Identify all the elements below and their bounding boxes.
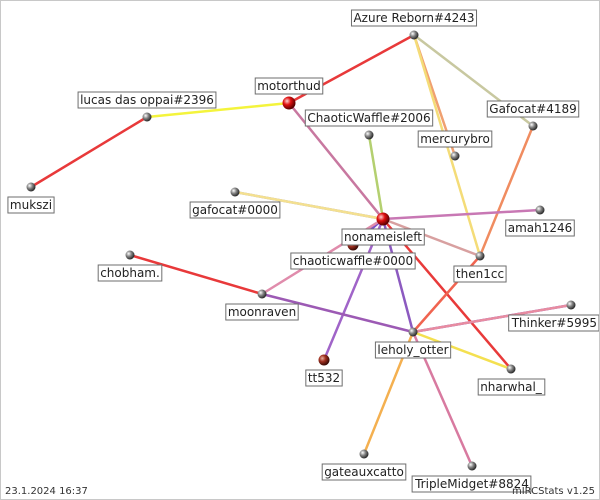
node-label-text-lucas: lucas das oppai#2396 xyxy=(80,93,214,107)
footer-credit: mIRCStats v1.25 xyxy=(511,486,595,497)
node-label-box-chaoticwaffle0000 xyxy=(290,252,416,270)
node-label-box-gafocat0000 xyxy=(189,201,281,219)
node-label-azure: Azure Reborn#4243 xyxy=(350,9,478,27)
node-label-box-gafocat4189 xyxy=(486,100,580,118)
node-label-thinker5995: Thinker#5995 xyxy=(508,314,599,332)
edge-motorthud-nonameisleft xyxy=(287,101,385,221)
node-label-box-amah1246 xyxy=(505,219,575,237)
node-tt532[interactable] xyxy=(318,354,330,366)
node-amah1246[interactable] xyxy=(535,205,545,215)
node-label-lucas: lucas das oppai#2396 xyxy=(77,91,217,109)
node-label-box-chobham xyxy=(97,264,163,282)
edge-lucas-mukszi xyxy=(29,115,149,189)
node-label-text-tt532: tt532 xyxy=(308,371,340,385)
node-label-chaoticwaffle2006: ChaoticWaffle#2006 xyxy=(304,109,434,127)
node-label-text-mukszi: mukszi xyxy=(10,198,52,212)
node-label-text-chaoticwaffle2006: ChaoticWaffle#2006 xyxy=(307,111,430,125)
edge-chobham-moonraven xyxy=(128,253,264,296)
node-label-tt532: tt532 xyxy=(305,369,343,387)
edge-nonameisleft-amah1246 xyxy=(381,208,542,221)
node-label-box-tt532 xyxy=(305,369,343,387)
node-label-triplemidget: TripleMidget#8824 xyxy=(411,475,532,493)
node-label-moonraven: moonraven xyxy=(225,303,299,321)
node-label-box-chaoticwaffle2006 xyxy=(304,109,434,127)
node-thinker5995[interactable] xyxy=(566,300,576,310)
node-lucas[interactable] xyxy=(142,112,152,122)
node-label-chobham: chobham. xyxy=(97,264,163,282)
node-label-amah1246: amah1246 xyxy=(505,219,575,237)
node-label-nharwhal: nharwhal_ xyxy=(477,378,546,396)
node-label-text-gateauxcatto: gateauxcatto xyxy=(324,465,404,479)
node-label-then1cc: then1cc xyxy=(453,265,507,283)
node-label-mukszi: mukszi xyxy=(7,196,55,214)
node-label-text-chobham: chobham. xyxy=(100,266,160,280)
nodes-layer xyxy=(26,30,576,471)
node-label-mercurybro: mercurybro xyxy=(417,130,493,148)
node-label-gafocat4189: Gafocat#4189 xyxy=(486,100,580,118)
node-label-text-nonameisleft: nonameisleft xyxy=(344,230,422,244)
node-leholy[interactable] xyxy=(408,327,418,337)
node-mukszi[interactable] xyxy=(26,182,36,192)
node-label-box-thinker5995 xyxy=(508,314,599,332)
footer-timestamp: 23.1.2024 16:37 xyxy=(5,486,88,497)
edge-nonameisleft-then1cc xyxy=(381,217,482,258)
node-label-box-triplemidget xyxy=(411,475,532,493)
node-label-text-thinker5995: Thinker#5995 xyxy=(511,316,597,330)
node-label-box-nonameisleft xyxy=(341,228,425,246)
node-label-text-gafocat4189: Gafocat#4189 xyxy=(489,102,576,116)
node-label-text-azure: Azure Reborn#4243 xyxy=(353,11,474,25)
node-then1cc[interactable] xyxy=(475,251,485,261)
node-label-motorthud: motorthud xyxy=(254,77,324,95)
node-label-box-motorthud xyxy=(254,77,324,95)
node-chaoticwaffle2006[interactable] xyxy=(364,130,374,140)
node-label-text-mercurybro: mercurybro xyxy=(420,132,490,146)
node-label-box-moonraven xyxy=(225,303,299,321)
node-chobham[interactable] xyxy=(125,250,135,260)
node-triplemidget[interactable] xyxy=(467,461,477,471)
node-moonraven[interactable] xyxy=(257,289,267,299)
edge-gafocat4189-then1cc xyxy=(478,124,535,258)
node-mercurybro[interactable] xyxy=(450,151,460,161)
node-label-box-then1cc xyxy=(453,265,507,283)
node-label-gateauxcatto: gateauxcatto xyxy=(321,463,407,481)
edge-nonameisleft-gafocat0000 xyxy=(233,190,385,221)
node-label-box-gateauxcatto xyxy=(321,463,407,481)
node-label-box-lucas xyxy=(77,91,217,109)
labels-layer: Azure Reborn#4243 motorthud lucas das oppa… xyxy=(7,9,599,493)
node-motorthud[interactable] xyxy=(282,96,296,110)
node-gafocat0000[interactable] xyxy=(230,187,240,197)
node-label-text-triplemidget: TripleMidget#8824 xyxy=(414,477,529,491)
node-label-text-amah1246: amah1246 xyxy=(508,221,573,235)
node-label-text-leholy: leholy_otter xyxy=(377,343,448,357)
node-nonameisleft[interactable] xyxy=(376,212,390,226)
node-label-box-leholy xyxy=(374,341,452,359)
node-label-chaoticwaffle0000: chaoticwaffle#0000 xyxy=(290,252,416,270)
edge-moonraven-leholy xyxy=(260,292,415,334)
edge-thinker5995-leholy xyxy=(411,303,573,334)
edges-layer xyxy=(29,33,573,468)
node-gateauxcatto[interactable] xyxy=(359,449,369,459)
node-label-box-azure xyxy=(350,9,478,27)
node-label-leholy: leholy_otter xyxy=(374,341,452,359)
node-label-text-motorthud: motorthud xyxy=(257,79,321,93)
edge-leholy-nharwhal xyxy=(411,330,513,371)
edge-chaoticwaffle2006-nonameisleft xyxy=(367,133,385,221)
edge-lucas-motorthud xyxy=(145,101,291,119)
node-azure[interactable] xyxy=(409,30,419,40)
node-label-box-mercurybro xyxy=(417,130,493,148)
node-label-text-chaoticwaffle0000: chaoticwaffle#0000 xyxy=(293,254,413,268)
node-label-nonameisleft: nonameisleft xyxy=(341,228,425,246)
node-label-text-gafocat0000: gafocat#0000 xyxy=(192,203,278,217)
node-label-gafocat0000: gafocat#0000 xyxy=(189,201,281,219)
node-label-text-nharwhal: nharwhal_ xyxy=(480,380,543,394)
node-nharwhal[interactable] xyxy=(506,364,516,374)
node-label-text-then1cc: then1cc xyxy=(456,267,504,281)
node-gafocat4189[interactable] xyxy=(528,121,538,131)
node-label-box-mukszi xyxy=(7,196,55,214)
node-label-text-moonraven: moonraven xyxy=(228,305,296,319)
node-label-box-nharwhal xyxy=(477,378,546,396)
